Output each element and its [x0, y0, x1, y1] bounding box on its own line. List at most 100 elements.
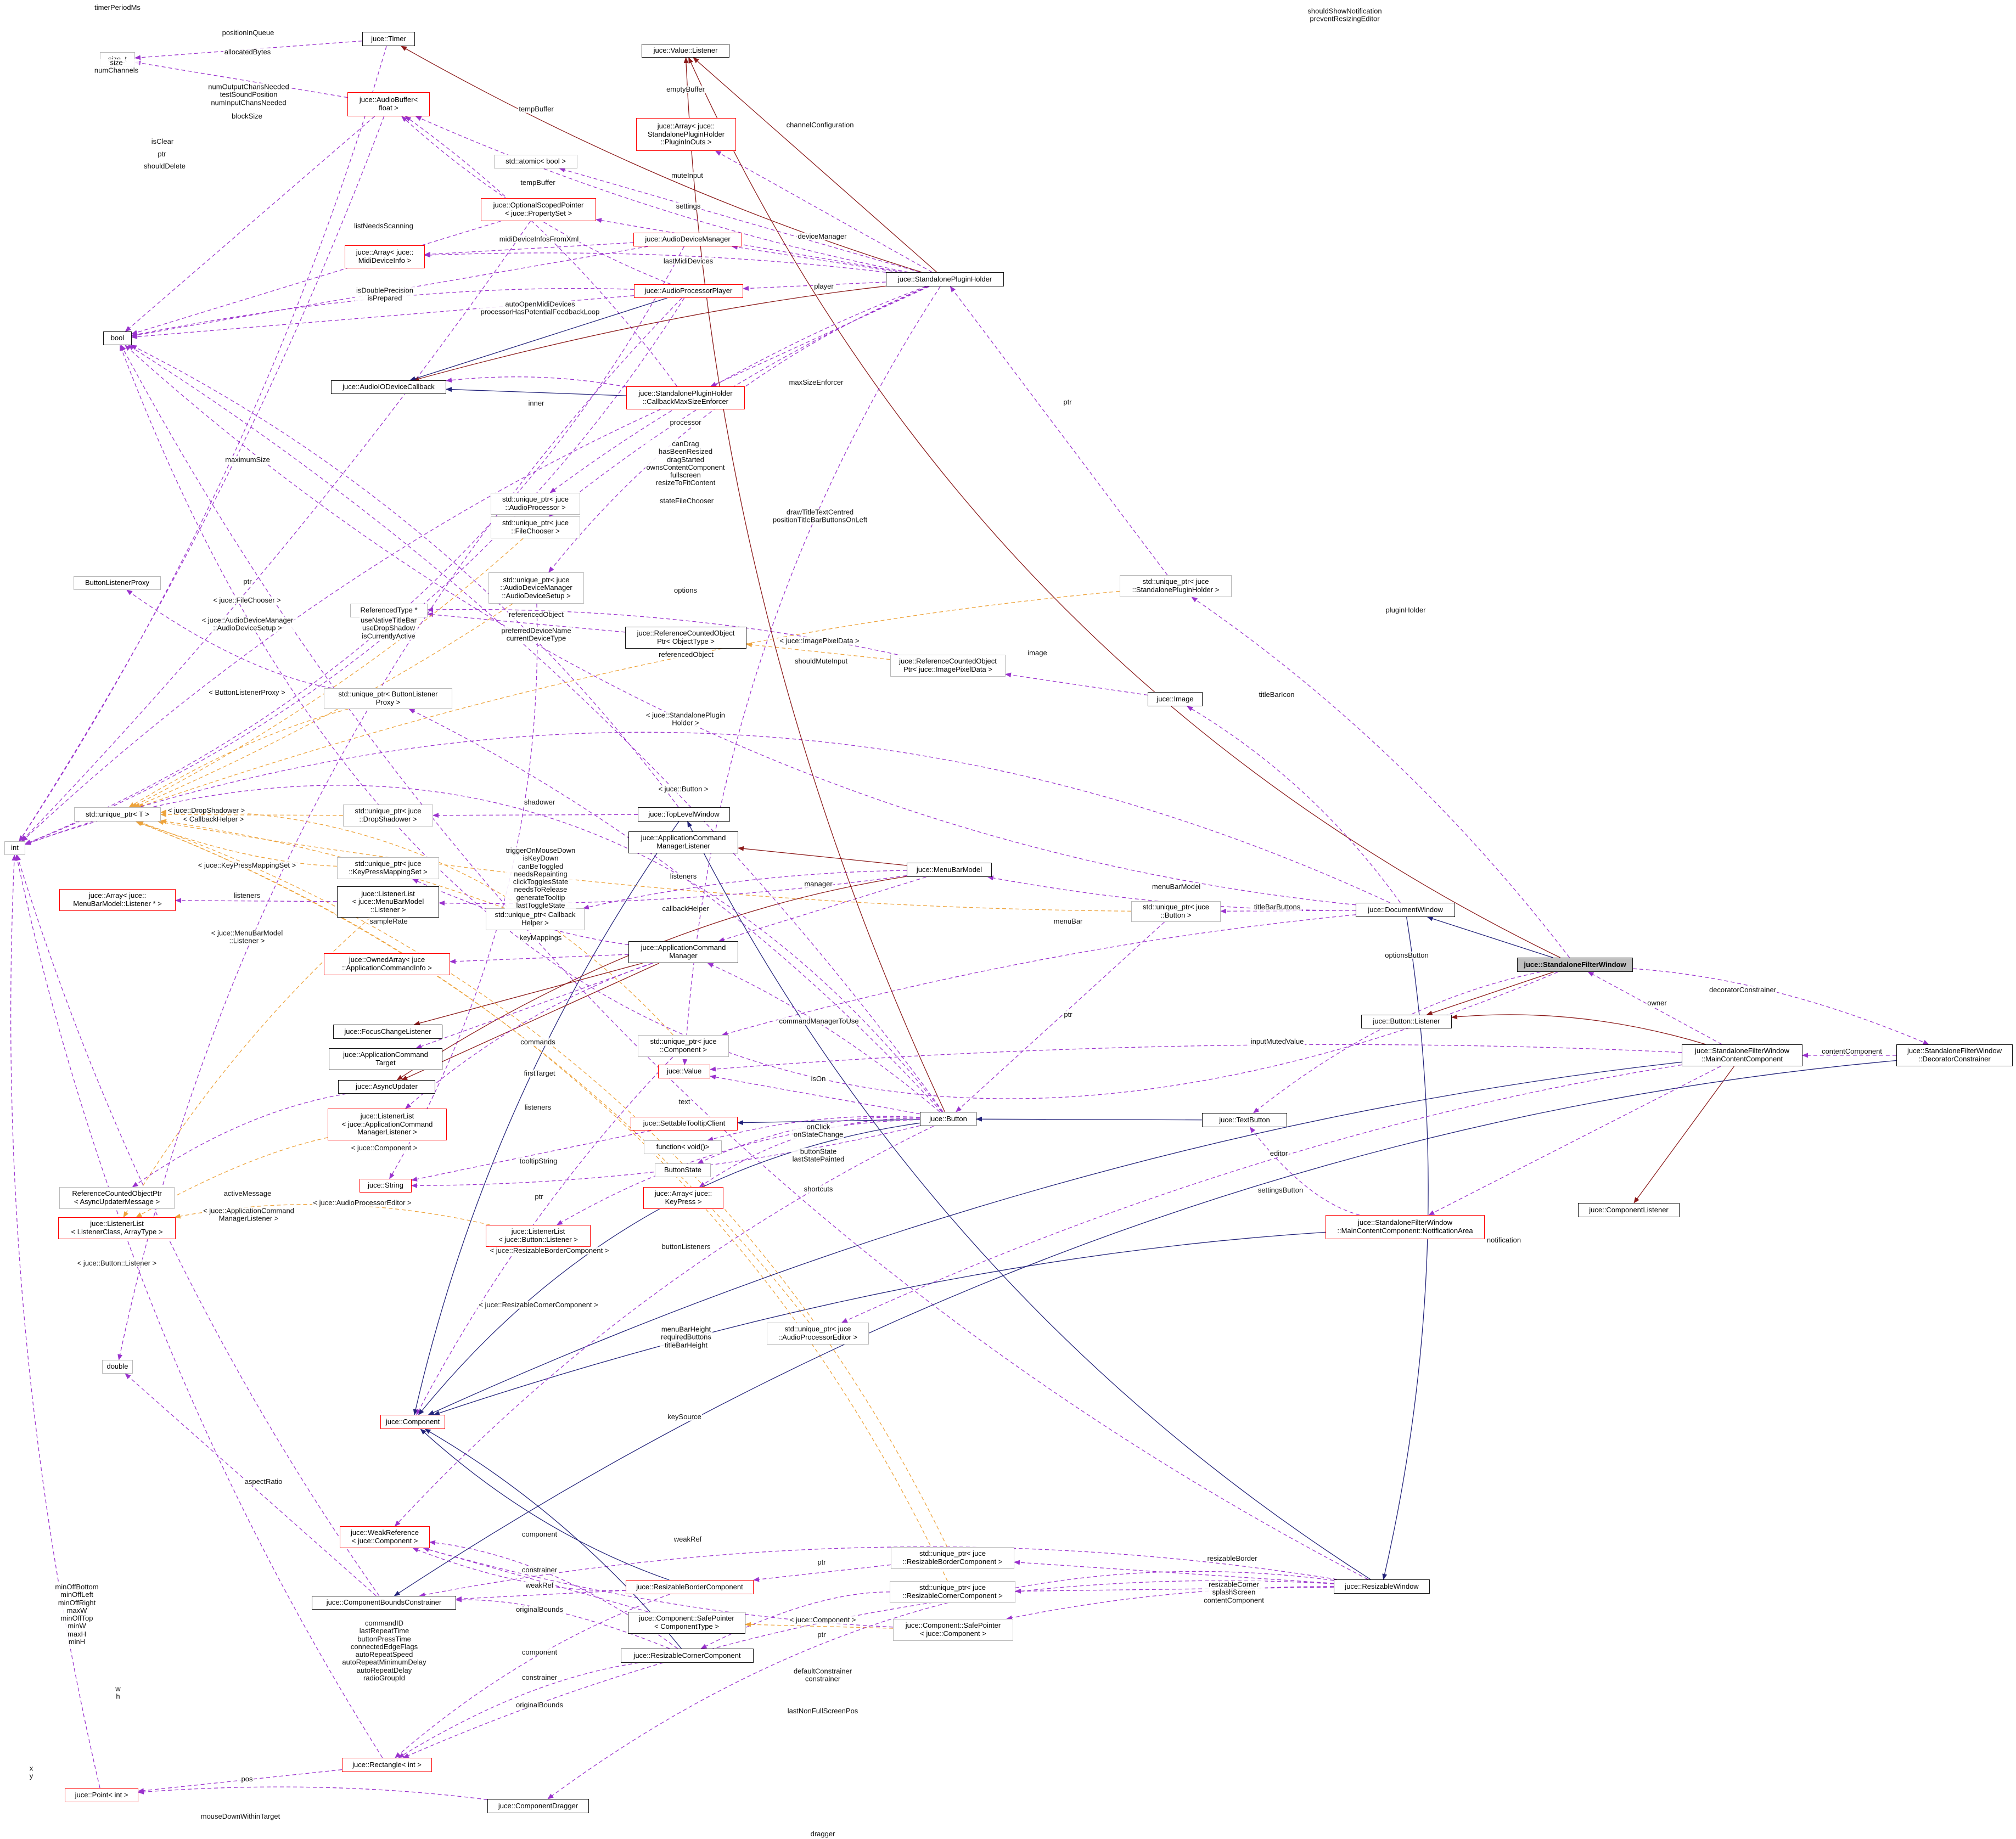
class-node-listenerListTemplate[interactable]: juce::ListenerList < ListenerClass, Arra…	[58, 1217, 176, 1239]
class-node-textButton[interactable]: juce::TextButton	[1202, 1113, 1287, 1127]
class-node-uptrButtonListenerProxy[interactable]: std::unique_ptr< ButtonListener Proxy >	[324, 688, 452, 709]
class-node-audioBuffer[interactable]: juce::AudioBuffer< float >	[347, 92, 430, 116]
class-node-uptrSPH[interactable]: std::unique_ptr< juce ::StandalonePlugin…	[1120, 575, 1232, 597]
class-node-topLevelWindow[interactable]: juce::TopLevelWindow	[638, 807, 730, 822]
edge-sfw-to-textButton	[1253, 971, 1541, 1113]
class-node-imageNode[interactable]: juce::Image	[1148, 692, 1203, 706]
class-node-buttonListener[interactable]: juce::Button::Listener	[1361, 1015, 1452, 1028]
class-node-appCmdManager[interactable]: juce::ApplicationCommand Manager	[628, 941, 738, 963]
class-node-refCountedObjPtrObjectType[interactable]: juce::ReferenceCountedObject Ptr< Object…	[625, 627, 746, 649]
class-node-notificationArea[interactable]: juce::StandaloneFilterWindow ::MainConte…	[1326, 1215, 1485, 1239]
class-node-uptrKeyPressMappingSet[interactable]: std::unique_ptr< juce ::KeyPressMappingS…	[337, 857, 439, 879]
class-node-uptrAudioDeviceSetup[interactable]: std::unique_ptr< juce ::AudioDeviceManag…	[488, 572, 584, 604]
class-node-valueListener[interactable]: juce::Value::Listener	[642, 44, 729, 58]
class-node-audioDeviceManager[interactable]: juce::AudioDeviceManager	[633, 233, 742, 246]
class-node-boolNode[interactable]: bool	[103, 331, 132, 345]
class-node-uptrAudioProcessor[interactable]: std::unique_ptr< juce ::AudioProcessor >	[491, 493, 580, 515]
class-node-appCmdMgrListener[interactable]: juce::ApplicationCommand ManagerListener	[628, 831, 738, 853]
class-node-audioProcessorPlayer[interactable]: juce::AudioProcessorPlayer	[634, 284, 743, 298]
edge-sfw-to-decoratorConstrainerNode	[1632, 968, 1929, 1045]
class-node-sizeT[interactable]: size_t	[100, 52, 135, 66]
class-node-safePointerComponentType[interactable]: juce::Component::SafePointer < Component…	[628, 1612, 745, 1634]
class-node-functionVoid[interactable]: function< void()>	[644, 1140, 722, 1154]
class-node-uptrDropShadower[interactable]: std::unique_ptr< juce ::DropShadower >	[343, 805, 433, 826]
class-node-callbackMaxSizeEnforcer[interactable]: juce::StandalonePluginHolder ::CallbackM…	[626, 386, 745, 409]
edge-hub-to-uptrAudioDeviceSetup	[548, 286, 928, 573]
class-node-uptrFileChooser[interactable]: std::unique_ptr< juce ::FileChooser >	[491, 516, 580, 538]
class-node-ownedArrayAppCmdInfo[interactable]: juce::OwnedArray< juce ::ApplicationComm…	[324, 953, 450, 975]
edge-mainContentComponent-to-componentNode	[428, 1061, 1682, 1415]
class-node-arrayPluginInOuts[interactable]: juce::Array< juce:: StandalonePluginHold…	[636, 118, 736, 151]
class-node-timer[interactable]: juce::Timer	[362, 32, 415, 46]
class-node-hub[interactable]: juce::StandalonePluginHolder	[886, 272, 1004, 286]
edge-buttonNode-to-functionVoid	[707, 1116, 920, 1141]
edge-audioProcessorPlayer-to-audioIODeviceCallback	[409, 297, 667, 381]
edge-uptrComponent-to-uptrT	[160, 809, 673, 1036]
class-node-uptrT[interactable]: std::unique_ptr< T >	[74, 807, 161, 822]
edge-sfw-to-documentWindow	[1427, 916, 1553, 958]
edge-rectangleNode-to-pointNode	[138, 1769, 342, 1793]
edge-uptrButton-to-uptrT	[158, 820, 1132, 912]
class-node-componentNode[interactable]: juce::Component	[380, 1415, 445, 1429]
class-node-uptrComponent[interactable]: std::unique_ptr< juce ::Component >	[638, 1035, 729, 1057]
class-node-listListACML[interactable]: juce::ListenerList < juce::ApplicationCo…	[328, 1109, 447, 1140]
edge-menuBarModel-to-appCmdManager	[718, 876, 926, 942]
edge-buttonNode-to-valueListener	[683, 57, 945, 1112]
class-node-arrayMenuBarListeners[interactable]: juce::Array< juce:: MenuBarModel::Listen…	[59, 889, 176, 911]
class-node-buttonStateNode[interactable]: ButtonState	[655, 1163, 711, 1177]
class-node-uptrButton[interactable]: std::unique_ptr< juce ::Button >	[1131, 901, 1221, 922]
class-node-stringNode[interactable]: juce::String	[360, 1179, 412, 1193]
class-node-componentBoundsConstrainer[interactable]: juce::ComponentBoundsConstrainer	[312, 1596, 456, 1610]
class-node-audioIODeviceCallback[interactable]: juce::AudioIODeviceCallback	[331, 380, 446, 394]
class-node-uptrCallbackHelper[interactable]: std::unique_ptr< Callback Helper >	[486, 908, 585, 930]
class-node-refCountedAsyncUpdaterMessage[interactable]: ReferenceCountedObjectPtr < AsyncUpdater…	[59, 1187, 175, 1209]
edge-timer-to-sizeT	[134, 40, 363, 60]
edge-uptrCallbackHelper-to-uptrT	[160, 819, 506, 909]
class-node-doubleNode[interactable]: double	[102, 1360, 133, 1374]
edge-topLevelWindow-to-componentNode	[413, 821, 680, 1415]
class-node-asyncUpdater[interactable]: juce::AsyncUpdater	[338, 1080, 435, 1094]
class-node-decoratorConstrainerNode[interactable]: juce::StandaloneFilterWindow ::Decorator…	[1896, 1044, 2013, 1066]
class-node-rectangleNode[interactable]: juce::Rectangle< int >	[342, 1758, 432, 1772]
class-node-appCmdTarget[interactable]: juce::ApplicationCommand Target	[329, 1048, 442, 1070]
edge-menuBarModel-to-uptrCallbackHelper	[582, 870, 907, 910]
edge-buttonNode-to-buttonStateNode	[697, 1116, 920, 1164]
edge-uptrResizableCorner-to-resizableCornerComponent	[700, 1591, 890, 1649]
edge-hub-to-valueNode	[682, 286, 941, 1065]
edge-hub-to-arrayPluginInOuts	[715, 150, 933, 273]
class-node-menuBarModel[interactable]: juce::MenuBarModel	[907, 863, 992, 877]
class-node-intNode[interactable]: int	[4, 841, 25, 855]
class-node-buttonListenerProxy[interactable]: ButtonListenerProxy	[74, 576, 161, 590]
class-node-refCountedObjPtrImagePixelData[interactable]: juce::ReferenceCountedObject Ptr< juce::…	[890, 655, 1006, 677]
class-node-sfw[interactable]: juce::StandaloneFilterWindow	[1517, 958, 1633, 972]
class-node-uptrAudioProcessorEditor[interactable]: std::unique_ptr< juce ::AudioProcessorEd…	[767, 1323, 869, 1345]
class-node-resizableBorderComponent[interactable]: juce::ResizableBorderComponent	[626, 1580, 754, 1594]
class-node-referencedType[interactable]: ReferencedType *	[350, 604, 428, 617]
class-node-uptrResizableCorner[interactable]: std::unique_ptr< juce ::ResizableCornerC…	[890, 1581, 1015, 1603]
class-node-pointNode[interactable]: juce::Point< int >	[65, 1788, 138, 1802]
edge-audioBuffer-to-sizeT	[134, 60, 348, 98]
class-node-weakReference[interactable]: juce::WeakReference < juce::Component >	[340, 1526, 430, 1548]
class-node-listenerListMenuBar[interactable]: juce::ListenerList < juce::MenuBarModel …	[337, 886, 439, 918]
class-node-resizableCornerComponent[interactable]: juce::ResizableCornerComponent	[621, 1649, 754, 1663]
class-node-focusChangeListener[interactable]: juce::FocusChangeListener	[333, 1025, 442, 1039]
class-node-safePointerComponent[interactable]: juce::Component::SafePointer < juce::Com…	[893, 1619, 1013, 1641]
class-node-resizableWindow[interactable]: juce::ResizableWindow	[1334, 1579, 1430, 1594]
class-node-mainContentComponent[interactable]: juce::StandaloneFilterWindow ::MainConte…	[1682, 1044, 1802, 1066]
class-node-arrayKeyPress[interactable]: juce::Array< juce:: KeyPress >	[643, 1187, 723, 1209]
class-node-uptrResizableBorder[interactable]: std::unique_ptr< juce ::ResizableBorderC…	[891, 1547, 1014, 1569]
class-node-componentDragger[interactable]: juce::ComponentDragger	[487, 1799, 589, 1813]
class-node-valueNode[interactable]: juce::Value	[658, 1065, 710, 1078]
class-node-listenerListButtonListener[interactable]: juce::ListenerList < juce::Button::Liste…	[486, 1225, 591, 1247]
class-node-atomicBool[interactable]: std::atomic< bool >	[494, 155, 577, 168]
class-node-settableTooltipClient[interactable]: juce::SettableTooltipClient	[631, 1117, 738, 1131]
class-node-documentWindow[interactable]: juce::DocumentWindow	[1356, 903, 1455, 917]
edge-hub-to-timer	[401, 46, 922, 273]
edge-resizableBorderComponent-to-componentNode	[420, 1429, 670, 1581]
edge-mainContentComponent-to-valueNode	[710, 1044, 1682, 1072]
class-node-buttonNode[interactable]: juce::Button	[920, 1112, 976, 1126]
class-node-arrayMidiDeviceInfo[interactable]: juce::Array< juce:: MidiDeviceInfo >	[345, 245, 425, 268]
edge-hub-to-callbackMaxSizeEnforcer	[710, 286, 930, 387]
class-node-componentListener[interactable]: juce::ComponentListener	[1578, 1203, 1680, 1217]
class-node-optScopedPtr[interactable]: juce::OptionalScopedPointer < juce::Prop…	[481, 198, 596, 221]
